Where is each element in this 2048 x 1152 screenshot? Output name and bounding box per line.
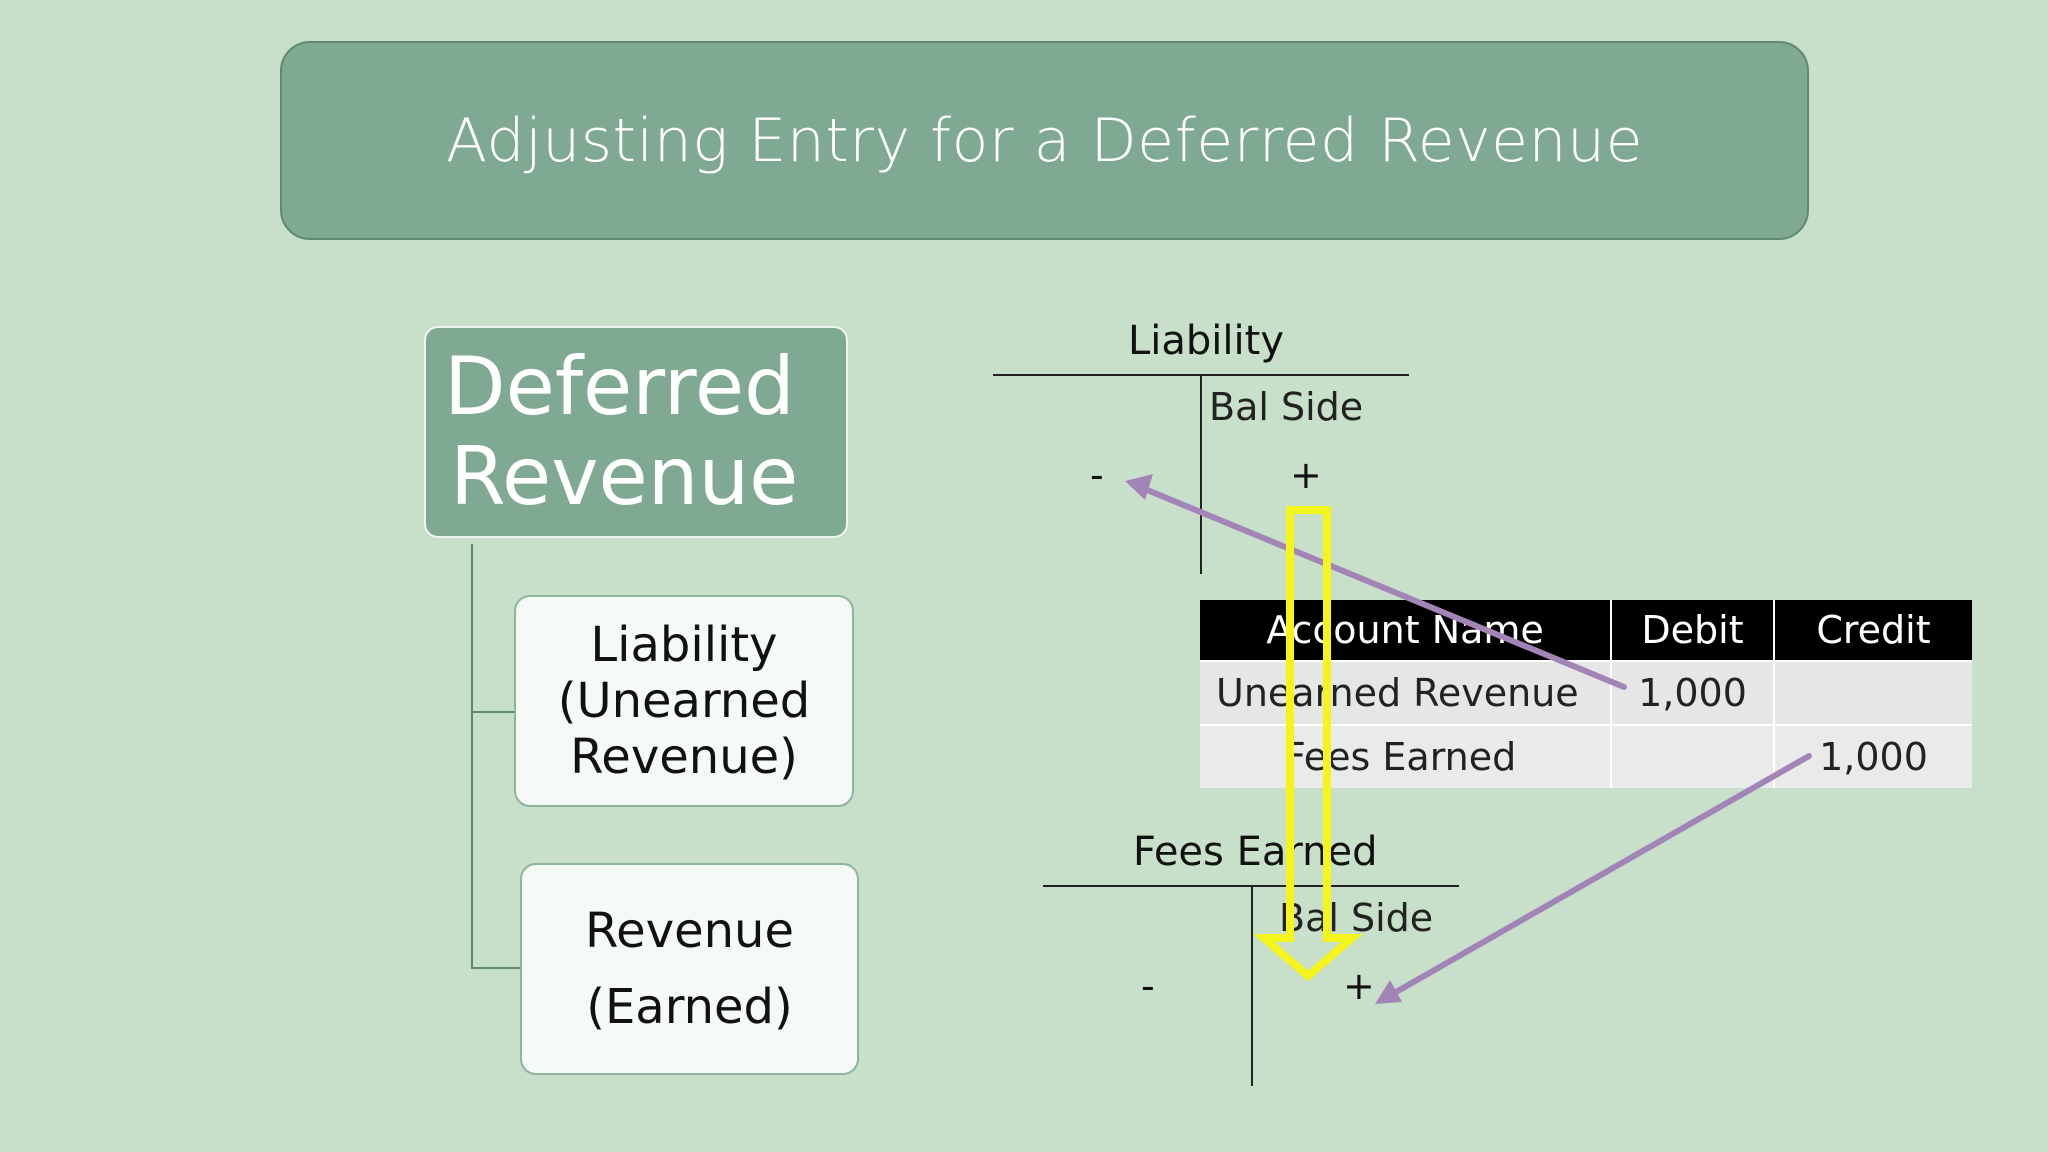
deferred-revenue-box: Deferred Revenue xyxy=(424,326,848,538)
purple-arrow-credit xyxy=(1375,753,1812,1004)
fees-earned-credit-sign: + xyxy=(1343,964,1375,1008)
title-banner: Adjusting Entry for a Deferred Revenue xyxy=(280,41,1809,240)
fees-earned-debit-sign: - xyxy=(1141,964,1155,1008)
deferred-revenue-line1: Deferred xyxy=(444,340,795,433)
revenue-line1: Revenue xyxy=(584,903,795,959)
journal-header-row: Account Name Debit Credit xyxy=(1200,600,1972,661)
hierarchy-connector-revenue xyxy=(471,967,520,969)
fees-earned-t-account-center-line xyxy=(1251,885,1253,1086)
revenue-earned-box: Revenue (Earned) xyxy=(520,863,859,1075)
row2-debit xyxy=(1611,724,1775,788)
liability-t-account-title: Liability xyxy=(1128,318,1284,364)
header-credit: Credit xyxy=(1774,600,1972,661)
fees-earned-bal-side-label: Bal Side xyxy=(1279,896,1434,940)
header-account-name: Account Name xyxy=(1200,600,1612,661)
table-row: Unearned Revenue 1,000 xyxy=(1200,660,1972,725)
deferred-revenue-line2: Revenue xyxy=(450,430,799,523)
header-debit: Debit xyxy=(1611,600,1775,661)
revenue-line2: (Earned) xyxy=(586,979,793,1035)
liability-line1: Liability xyxy=(590,617,778,673)
liability-debit-sign: - xyxy=(1090,453,1104,497)
journal-entry-table: Account Name Debit Credit Unearned Reven… xyxy=(1200,600,1972,788)
hierarchy-connector-vertical xyxy=(471,544,473,969)
hierarchy-connector-liability xyxy=(471,711,514,713)
liability-line3: Revenue) xyxy=(570,729,798,785)
fees-earned-t-account-title: Fees Earned xyxy=(1133,829,1378,875)
row1-account: Unearned Revenue xyxy=(1200,660,1612,725)
row2-credit: 1,000 xyxy=(1774,724,1972,788)
row1-credit xyxy=(1774,660,1972,725)
slide-title: Adjusting Entry for a Deferred Revenue xyxy=(446,105,1643,176)
liability-t-account-center-line xyxy=(1200,374,1202,574)
row1-debit: 1,000 xyxy=(1611,660,1775,725)
table-row: Fees Earned 1,000 xyxy=(1200,724,1972,788)
row2-account: Fees Earned xyxy=(1200,724,1612,788)
liability-credit-sign: + xyxy=(1290,453,1322,497)
liability-line2: (Unearned xyxy=(557,673,811,729)
liability-bal-side-label: Bal Side xyxy=(1209,385,1364,429)
liability-unearned-revenue-box: Liability (Unearned Revenue) xyxy=(514,595,854,807)
